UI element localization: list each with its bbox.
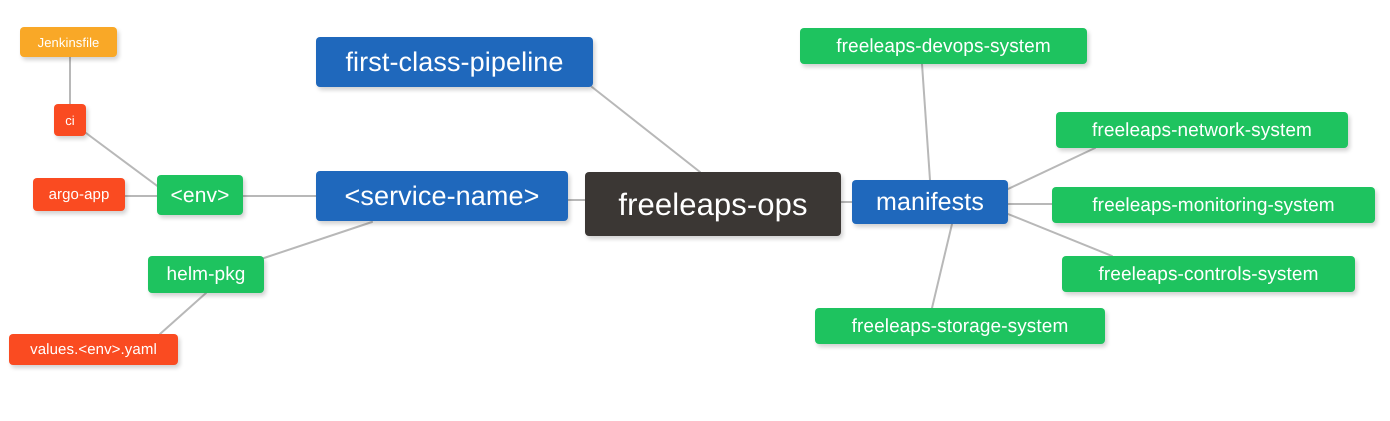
mindmap-node-controls-system[interactable]: freeleaps-controls-system	[1062, 256, 1355, 292]
edge-first-class-pipeline-to-freeleaps-ops	[591, 86, 701, 173]
mindmap-node-freeleaps-ops[interactable]: freeleaps-ops	[585, 172, 841, 236]
mindmap-node-manifests[interactable]: manifests	[852, 180, 1008, 224]
edge-values-yaml-to-helm-pkg	[159, 292, 207, 335]
mindmap-node-service-name[interactable]: <service-name>	[316, 171, 568, 221]
edge-manifests-to-devops-system	[921, 63, 931, 181]
mindmap-node-env[interactable]: <env>	[157, 175, 243, 215]
mindmap-node-network-system[interactable]: freeleaps-network-system	[1056, 112, 1348, 148]
mindmap-node-helm-pkg[interactable]: helm-pkg	[148, 256, 264, 293]
mindmap-node-values-yaml[interactable]: values.<env>.yaml	[9, 334, 178, 365]
mindmap-node-storage-system[interactable]: freeleaps-storage-system	[815, 308, 1105, 344]
mindmap-node-ci[interactable]: ci	[54, 104, 86, 136]
edge-helm-pkg-to-service-name	[263, 221, 373, 259]
mindmap-node-jenkinsfile[interactable]: Jenkinsfile	[20, 27, 117, 57]
mindmap-node-argo-app[interactable]: argo-app	[33, 178, 125, 211]
edge-manifests-to-network-system	[1007, 147, 1096, 190]
mindmap-node-monitoring-system[interactable]: freeleaps-monitoring-system	[1052, 187, 1375, 223]
mindmap-node-devops-system[interactable]: freeleaps-devops-system	[800, 28, 1087, 64]
mindmap-node-first-class-pipeline[interactable]: first-class-pipeline	[316, 37, 593, 87]
edge-manifests-to-storage-system	[931, 223, 953, 309]
